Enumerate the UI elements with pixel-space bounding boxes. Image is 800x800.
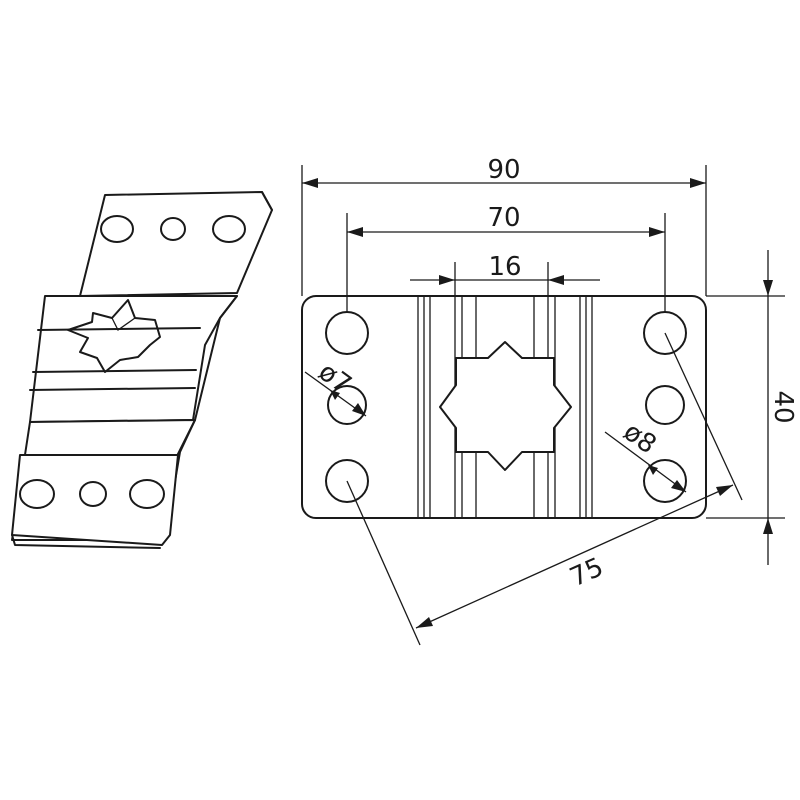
dim-hole-spacing: 70 <box>487 203 520 233</box>
dim-overall-width: 90 <box>487 155 520 185</box>
dim-slot-width: 16 <box>488 252 521 282</box>
dim-height: 40 <box>768 390 798 423</box>
dimension-lines <box>301 165 785 646</box>
isometric-view <box>11 191 273 549</box>
front-view <box>301 295 707 519</box>
